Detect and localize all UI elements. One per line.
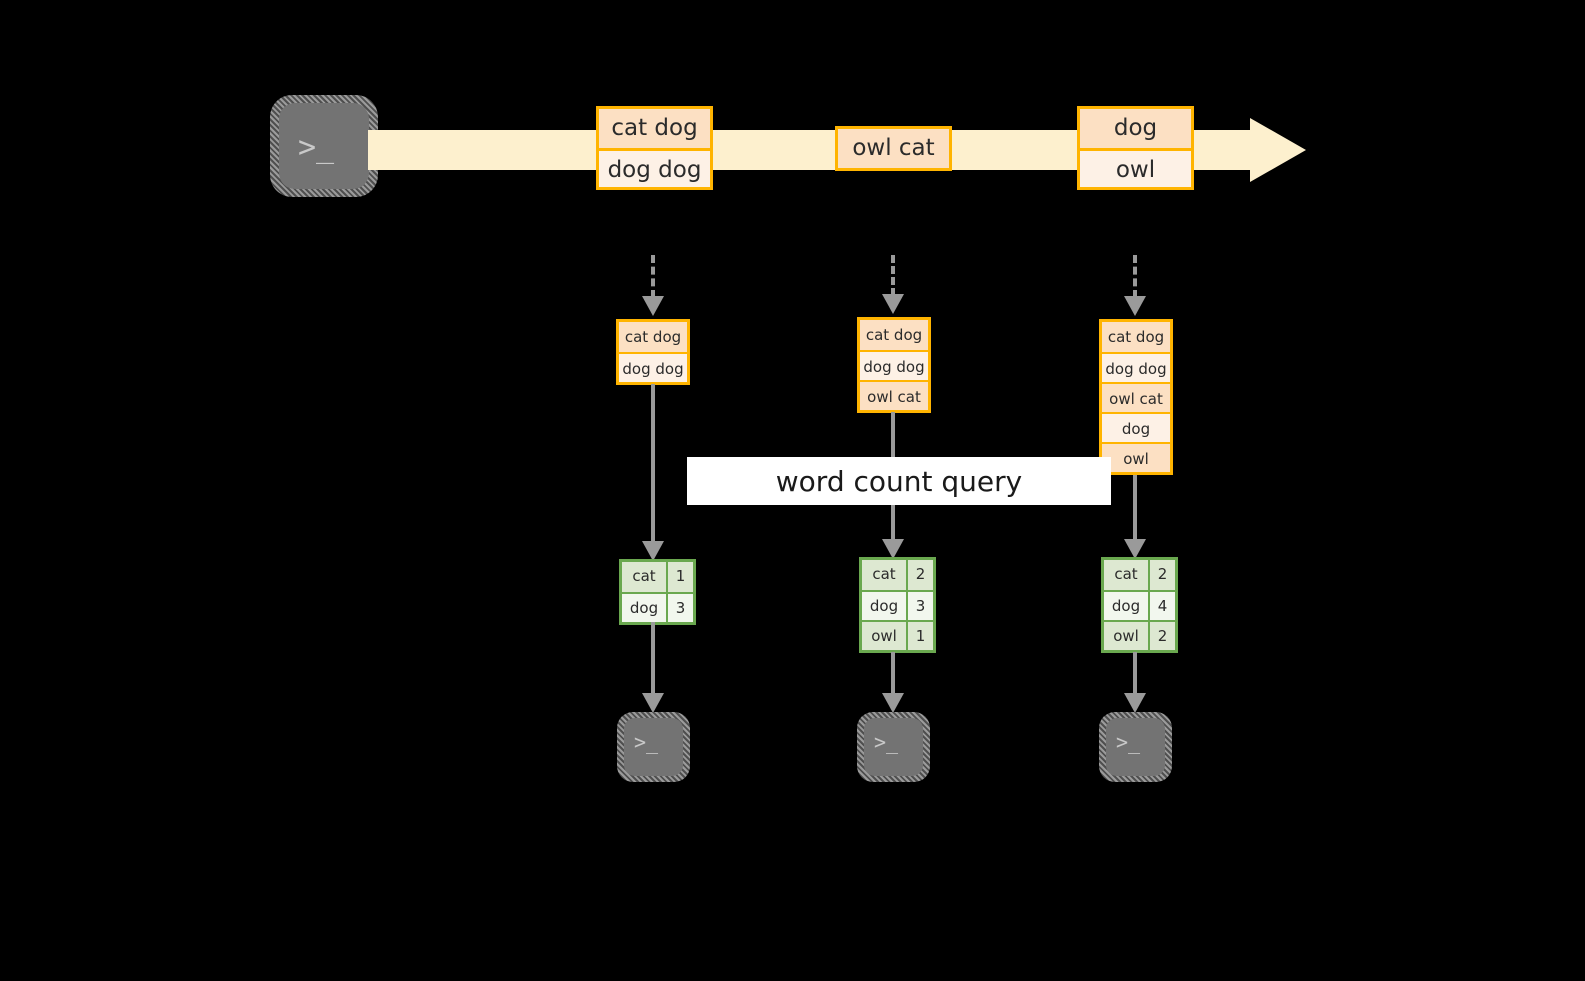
result-word: dog xyxy=(1104,592,1148,620)
snapshot-2-dashed-arrowhead xyxy=(882,294,904,314)
snapshot-3-sink-terminal-icon: >_ xyxy=(1099,712,1172,782)
snapshot-1-dashed-arrowhead xyxy=(642,296,664,316)
record-line: dog dog xyxy=(599,148,710,187)
record-line: cat dog xyxy=(599,109,710,148)
stack-row: cat dog xyxy=(1102,322,1170,352)
snapshot-3-sink-line xyxy=(1133,652,1137,707)
terminal-prompt-glyph: >_ xyxy=(874,730,899,754)
stream-record-1: cat dog dog dog xyxy=(596,106,713,190)
snapshot-1-sink-line xyxy=(651,622,655,707)
snapshot-1-sink-terminal-icon: >_ xyxy=(617,712,690,782)
stream-arrowhead xyxy=(1250,118,1306,182)
result-count: 2 xyxy=(1148,560,1175,590)
result-count: 1 xyxy=(906,622,933,650)
stack-row: cat dog xyxy=(860,320,928,350)
snapshot-2-sink-arrowhead xyxy=(882,693,904,713)
result-count: 3 xyxy=(906,592,933,620)
terminal-prompt-glyph: >_ xyxy=(634,730,659,754)
snapshot-1-query-line xyxy=(651,384,655,556)
table-row: cat 2 xyxy=(1104,560,1175,590)
stack-row: owl cat xyxy=(1102,382,1170,412)
table-row: dog 3 xyxy=(862,590,933,620)
query-banner: word count query xyxy=(687,457,1111,505)
result-word: dog xyxy=(862,592,906,620)
terminal-screen xyxy=(279,103,369,189)
stack-row: dog xyxy=(1102,412,1170,442)
stack-row: dog dog xyxy=(1102,352,1170,382)
result-word: cat xyxy=(1104,560,1148,590)
snapshot-3-result-table: cat 2 dog 4 owl 2 xyxy=(1101,557,1178,653)
snapshot-2-query-arrowhead xyxy=(882,539,904,559)
snapshot-3-sink-arrowhead xyxy=(1124,693,1146,713)
snapshot-2-result-table: cat 2 dog 3 owl 1 xyxy=(859,557,936,653)
result-count: 3 xyxy=(666,594,693,622)
snapshot-3-dashed-connector xyxy=(1133,255,1137,298)
stream-record-3: dog owl xyxy=(1077,106,1194,190)
terminal-screen xyxy=(864,718,923,776)
table-row: dog 4 xyxy=(1104,590,1175,620)
snapshot-2-sink-terminal-icon: >_ xyxy=(857,712,930,782)
terminal-screen xyxy=(1106,718,1165,776)
table-row: cat 2 xyxy=(862,560,933,590)
terminal-screen xyxy=(624,718,683,776)
table-row: dog 3 xyxy=(622,592,693,622)
snapshot-1-sink-arrowhead xyxy=(642,693,664,713)
record-line: owl cat xyxy=(838,129,949,168)
snapshot-1-table-state: cat dog dog dog xyxy=(616,319,690,385)
result-word: cat xyxy=(862,560,906,590)
terminal-prompt-glyph: >_ xyxy=(1116,730,1141,754)
result-count: 2 xyxy=(906,560,933,590)
stream-record-2: owl cat xyxy=(835,126,952,171)
result-word: owl xyxy=(862,622,906,650)
terminal-prompt-glyph: >_ xyxy=(298,130,335,165)
stack-row: dog dog xyxy=(619,352,687,382)
stack-row: owl xyxy=(1102,442,1170,472)
snapshot-1-dashed-connector xyxy=(651,255,655,298)
snapshot-1-result-table: cat 1 dog 3 xyxy=(619,559,696,625)
snapshot-2-dashed-connector xyxy=(891,255,895,296)
snapshot-2-sink-line xyxy=(891,652,895,707)
snapshot-3-table-state: cat dog dog dog owl cat dog owl xyxy=(1099,319,1173,475)
result-word: cat xyxy=(622,562,666,592)
result-word: owl xyxy=(1104,622,1148,650)
snapshot-3-query-arrowhead xyxy=(1124,539,1146,559)
snapshot-2-table-state: cat dog dog dog owl cat xyxy=(857,317,931,413)
record-line: dog xyxy=(1080,109,1191,148)
result-count: 1 xyxy=(666,562,693,592)
result-count: 4 xyxy=(1148,592,1175,620)
table-row: owl 1 xyxy=(862,620,933,650)
stack-row: owl cat xyxy=(860,380,928,410)
table-row: cat 1 xyxy=(622,562,693,592)
stack-row: dog dog xyxy=(860,350,928,380)
record-line: owl xyxy=(1080,148,1191,187)
result-word: dog xyxy=(622,594,666,622)
snapshot-1-query-arrowhead xyxy=(642,541,664,561)
snapshot-3-dashed-arrowhead xyxy=(1124,296,1146,316)
table-row: owl 2 xyxy=(1104,620,1175,650)
result-count: 2 xyxy=(1148,622,1175,650)
query-banner-label: word count query xyxy=(775,464,1023,498)
snapshot-3-query-line xyxy=(1133,475,1137,554)
source-terminal-icon: >_ xyxy=(270,95,378,197)
stack-row: cat dog xyxy=(619,322,687,352)
